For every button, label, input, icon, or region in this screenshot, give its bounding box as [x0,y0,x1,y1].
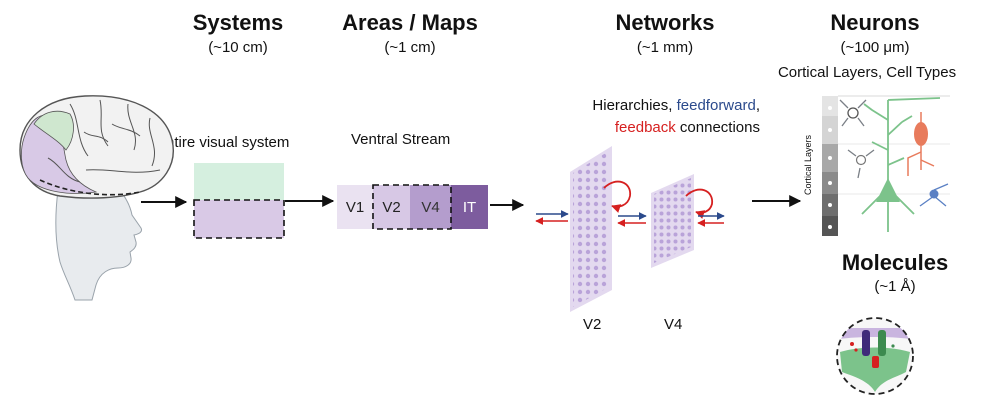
stream-label-v1: V1 [345,198,365,216]
pyramidal-neuron-green [876,178,900,202]
it-box [451,185,488,229]
networks-caption: Hierarchies, feedforward, feedback conne… [548,95,760,139]
neurons-scale: (~100 μm) [840,39,910,56]
interneuron-grey-top [847,107,859,119]
molecules-scale: (~1 Å) [874,278,916,295]
neuron-orange [914,122,928,146]
neurons-title: Neurons [830,10,920,35]
v2-box [373,185,410,229]
molecules-title: Molecules [841,250,949,275]
areas-scale: (~1 cm) [384,39,436,56]
stream-label-it: IT [462,198,477,216]
feedback-text: feedback [614,119,676,136]
caption-prefix: Hierarchies, [592,97,677,114]
stream-label-v2: V2 [382,198,401,216]
feedforward-text: feedforward [676,97,756,114]
systems-label: Entire visual system [156,134,290,151]
molecules-illustration [836,317,914,395]
networks-title: Networks [615,10,715,35]
sheet-label-v2: V2 [583,316,602,333]
v4-sheet-dots [654,178,691,263]
stream-label-v4: V4 [421,198,440,216]
cortical-layers-panel [822,95,950,236]
caption-comma: , [755,97,760,114]
neurons-subtitle: Cortical Layers, Cell Types [777,64,957,81]
systems-dorsal-box [194,163,284,200]
systems-title: Systems [192,10,284,35]
parietal-visual-region [33,110,74,151]
ventral-stream-outline [39,179,141,196]
areas-title: Areas / Maps [342,10,478,35]
v2-recurrent-arrow [603,180,631,213]
caption-suffix: connections [675,119,760,136]
v4-box [410,185,451,229]
areas-label: Ventral Stream [351,131,451,148]
neuron-blue [929,189,939,199]
cortical-layers-label: Cortical Layers [803,134,813,196]
molecules-dashed-circle [836,317,914,395]
head-brain-illustration [19,95,174,301]
v2-v4-dashed-outline [372,184,452,230]
v2-sheet-dots [573,151,609,307]
interneuron-grey-mid [855,154,867,166]
systems-ventral-box [193,199,285,239]
v4-recurrent-arrow [685,188,713,219]
networks-scale: (~1 mm) [636,39,694,56]
sheet-label-v4: V4 [664,316,683,333]
v1-box [337,185,373,229]
systems-scale: (~10 cm) [208,39,268,56]
